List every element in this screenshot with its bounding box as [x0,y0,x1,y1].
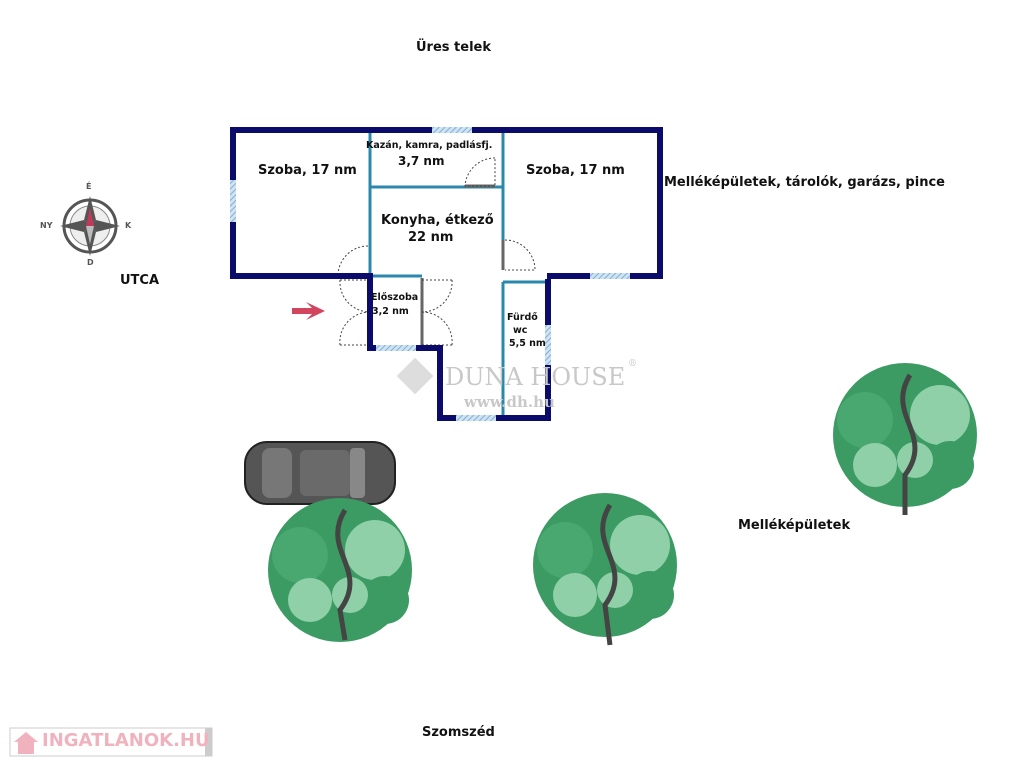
windows [230,127,630,421]
duna-house-logo-icon [396,357,434,395]
tree-icon [268,498,412,642]
tree-icon [833,363,977,515]
compass-north: É [86,182,92,191]
room-szoba-right: Szoba, 17 nm [526,163,625,178]
compass-west: NY [40,221,53,230]
house-icon [14,732,38,754]
car-icon [244,441,396,505]
watermark-brand: DUNA HOUSE [445,363,626,391]
room-szoba-left: Szoba, 17 nm [258,163,357,178]
room-eloszoba-area: 3,2 nm [372,306,409,317]
room-furdo-area: 5,5 nm [509,338,546,349]
room-konyha: Konyha, étkező [381,213,494,228]
watermark-registered: ® [628,359,637,369]
compass-icon [60,196,120,256]
room-konyha-area: 22 nm [408,230,454,245]
label-top: Üres telek [416,40,491,55]
entrance-arrow-icon [292,302,325,320]
room-kazan: Kazán, kamra, padlásfj. [366,140,493,151]
ingatlanok-logo-box [9,727,213,757]
room-kazan-area: 3,7 nm [398,154,445,168]
label-right-lower: Melléképületek [738,518,851,533]
label-right: Melléképületek, tárolók, garázs, pince [664,175,945,190]
inner-walls [368,130,548,415]
tree-icon [533,493,677,646]
room-furdo-wc: wc [513,325,528,336]
compass-east: K [125,221,132,230]
door-leaves [368,184,505,346]
compass-south: D [87,258,94,267]
room-furdo: Fürdő [507,312,538,323]
watermark-url: www.dh.hu [464,393,555,411]
label-bottom: Szomszéd [422,725,495,740]
room-eloszoba: Előszoba [371,292,419,303]
label-street: UTCA [120,273,160,288]
ingatlanok-logo-text: INGATLANOK.HU [42,730,210,751]
